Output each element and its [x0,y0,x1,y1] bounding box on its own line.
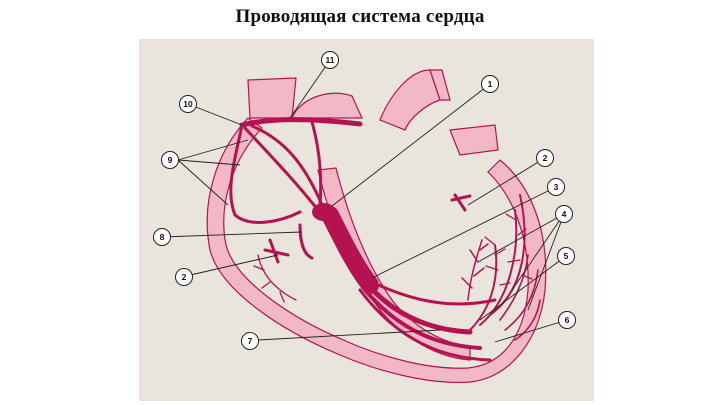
callout-label-2: 2 [543,153,548,163]
callout-5: 5 [557,247,575,265]
callout-3: 3 [547,178,565,196]
callout-label-8: 8 [160,232,165,242]
right-atrial-branch [263,238,290,264]
callout-label-4: 4 [562,209,567,219]
callout-1: 1 [481,75,499,93]
callout-2-left-atrium: 2 [536,149,554,167]
callout-6: 6 [558,311,576,329]
callout-4: 4 [555,205,573,223]
callout-11: 11 [321,51,339,69]
callout-label-3: 3 [554,182,559,192]
sa-tract-top [239,117,363,128]
slide-title: Проводящая система сердца [235,6,485,27]
heart-conduction-diagram: 1 2 3 4 5 6 7 8 9 10 11 2 [139,39,594,401]
callout-label-5: 5 [564,251,569,261]
callout-10: 10 [179,95,197,113]
internodal-tract-2 [243,126,320,212]
internodal-tract-1 [229,123,302,224]
callouts: 1 2 3 4 5 6 7 8 9 10 11 2 [153,51,576,350]
callout-9: 9 [161,151,179,169]
bachmann-bundle [310,120,323,207]
callout-leaders [161,59,568,343]
callout-label-10: 10 [183,99,193,109]
atrial-branch-left [298,223,314,260]
callout-8: 8 [153,228,171,246]
internodal-tract-3 [250,124,324,207]
conduction-system [229,117,541,362]
callout-label-7: 7 [248,336,253,346]
callout-label-1: 1 [488,79,493,89]
callout-label-9: 9 [168,155,173,165]
callout-2-right-atrium: 2 [175,268,193,286]
bundle-of-his [321,206,379,294]
callout-label-11: 11 [326,55,335,65]
callout-label-6: 6 [565,315,570,325]
callout-7: 7 [241,332,259,350]
callout-label-2b: 2 [182,272,187,282]
